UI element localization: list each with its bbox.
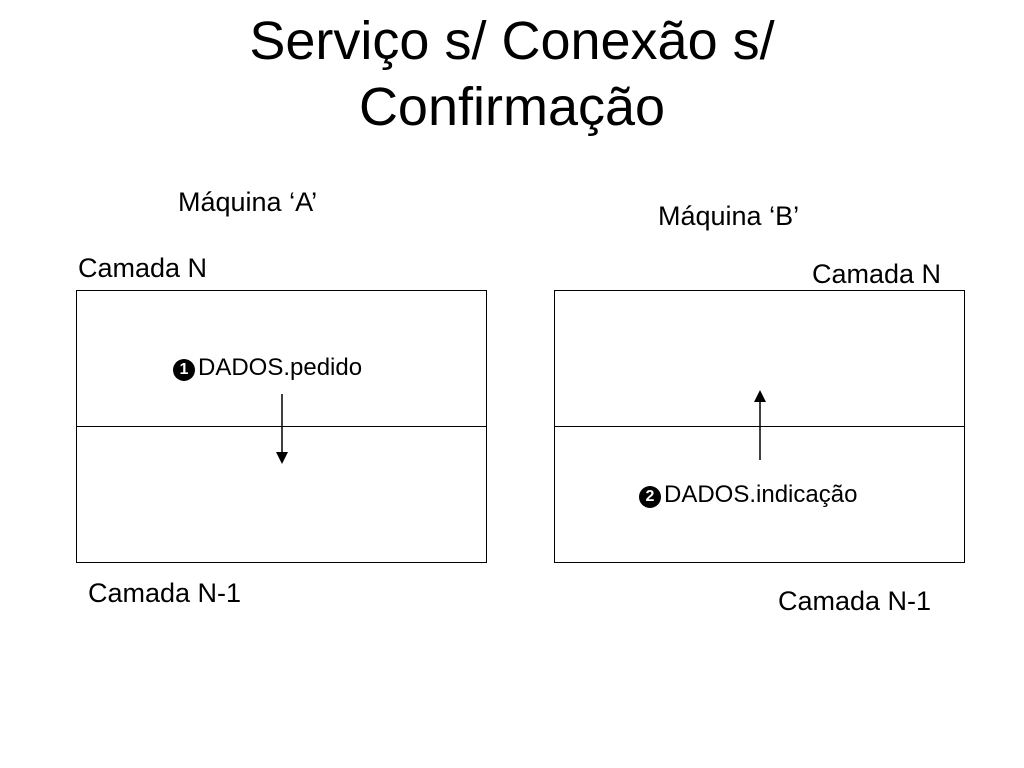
title-line-2: Confirmação xyxy=(358,77,666,137)
machine-b-layer-n-label: Camada N xyxy=(812,259,942,289)
machine-a-label: Máquina ‘A’ xyxy=(178,187,318,217)
slide-title: Serviço s/ Conexão s/ Confirmação xyxy=(0,8,1024,140)
machine-b-label: Máquina ‘B’ xyxy=(658,201,800,231)
dados-indicacao-label: DADOS.indicação xyxy=(664,481,858,508)
title-line-1: Serviço s/ Conexão s/ xyxy=(249,11,775,71)
step-2-marker: 2 xyxy=(639,486,661,508)
step-1-marker: 1 xyxy=(173,359,195,381)
machine-b-layer-n1-label: Camada N-1 xyxy=(778,586,932,616)
dados-pedido-label: DADOS.pedido xyxy=(198,354,363,381)
machine-a-layer-n-label: Camada N xyxy=(78,253,208,283)
machine-a-layer-n1-label: Camada N-1 xyxy=(88,578,242,608)
